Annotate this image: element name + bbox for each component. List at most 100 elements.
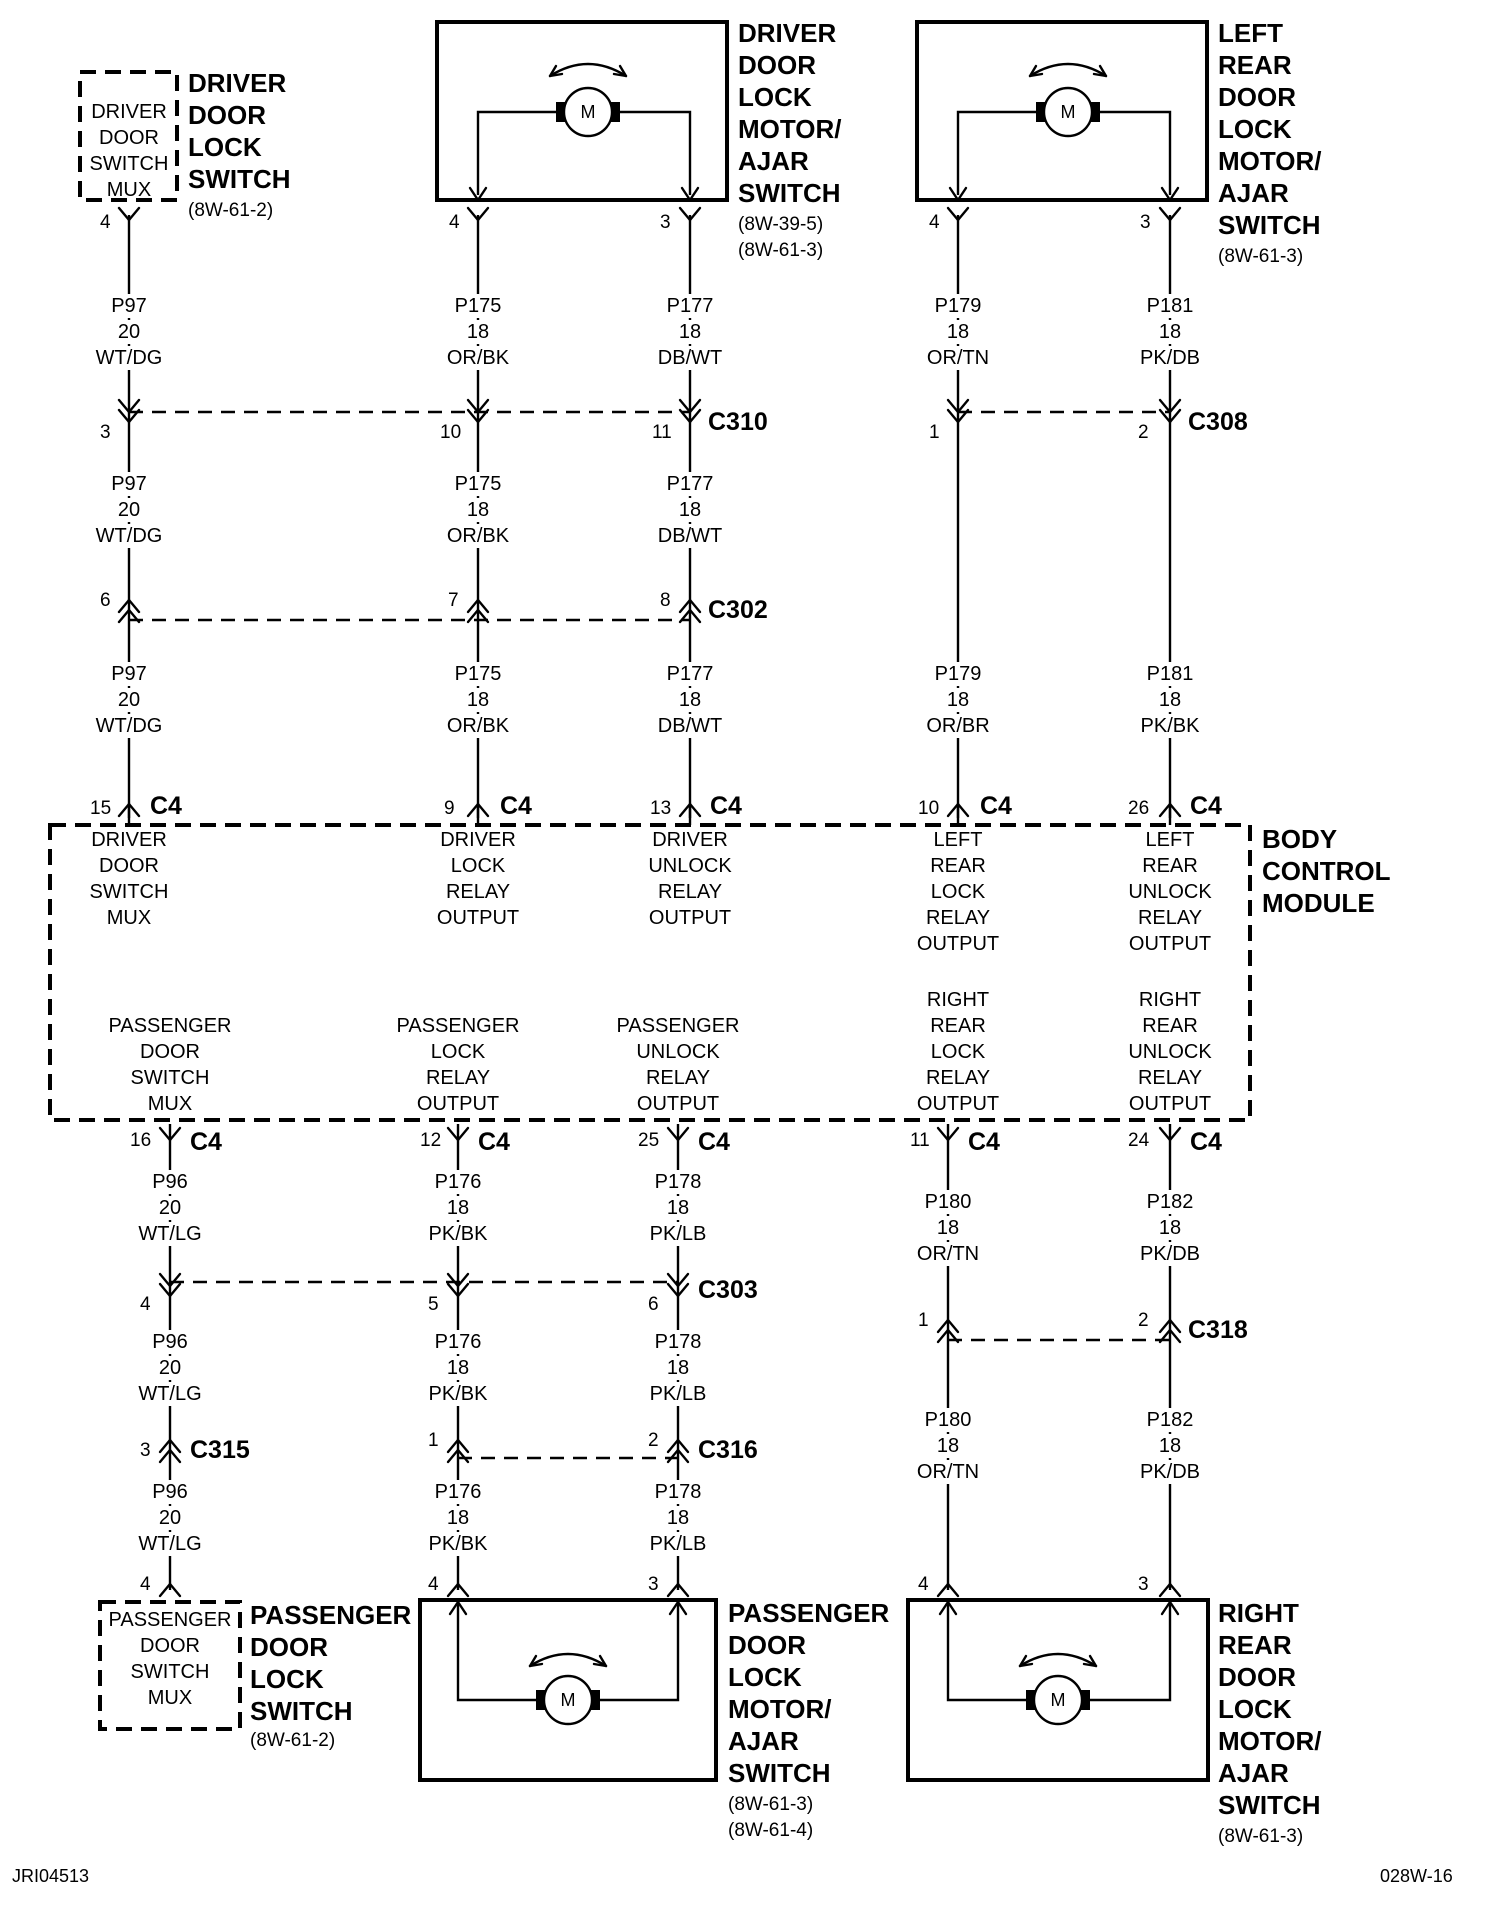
label-halo <box>1143 1190 1197 1214</box>
label-halo <box>931 662 985 686</box>
bcm-c4-label: C4 <box>478 1128 510 1156</box>
wire-gauge: 18 <box>947 689 969 711</box>
bcm-label: OUTPUT <box>437 907 519 929</box>
bcm-bottom-pin: 16 <box>130 1130 151 1151</box>
wire-gauge: 18 <box>679 689 701 711</box>
wire-gauge: 18 <box>447 1507 469 1529</box>
label-halo <box>425 1532 492 1556</box>
right-rear-motor-box <box>906 1598 1210 1782</box>
label-halo <box>663 1506 693 1530</box>
bcm-c4-label: C4 <box>1190 1128 1222 1156</box>
wire-gauge: 20 <box>159 1507 181 1529</box>
bcm-label: REAR <box>1142 855 1198 877</box>
left-rear-motor-title-4: LOCK <box>1218 114 1292 144</box>
right-rear-motor-title-3: DOOR <box>1218 1662 1296 1692</box>
passenger-motor-title-5: AJAR <box>728 1726 799 1756</box>
wire-color: PK/DB <box>1140 1461 1200 1483</box>
bcm-label: LEFT <box>934 829 983 851</box>
wire-color: PK/BK <box>429 1223 489 1245</box>
connector-c316: 1 2 C316 <box>428 1430 758 1464</box>
label-halo <box>651 1330 705 1354</box>
driver-motor-ref-2: (8W-61-3) <box>738 240 823 261</box>
wire-gauge: 18 <box>679 499 701 521</box>
bcm-label: OUTPUT <box>1129 1093 1211 1115</box>
passenger-door-lock-switch: PASSENGER DOOR SWITCH MUX PASSENGER DOOR… <box>98 1600 412 1751</box>
passenger-switch-ref-1: (8W-61-2) <box>250 1730 335 1751</box>
wire-circuit: P97 <box>111 663 147 685</box>
wire-gauge: 18 <box>467 321 489 343</box>
wire-color: DB/WT <box>658 347 722 369</box>
bcm-top-pin: 13 <box>650 798 671 819</box>
right-rear-motor-title-6: AJAR <box>1218 1758 1289 1788</box>
wire-color: OR/TN <box>917 1461 979 1483</box>
label-halo <box>1155 1434 1185 1458</box>
label-halo <box>921 1190 975 1214</box>
wire-gauge: 20 <box>159 1197 181 1219</box>
bcm-label: RELAY <box>1138 1067 1202 1089</box>
c315-pin: 3 <box>140 1440 151 1461</box>
label-halo <box>149 1170 191 1194</box>
bcm-label: UNLOCK <box>636 1041 720 1063</box>
c316-label: C316 <box>698 1436 758 1464</box>
left-rear-motor-title-3: DOOR <box>1218 82 1296 112</box>
driver-switch-inner-1: DRIVER <box>91 101 167 123</box>
wire-gauge: 18 <box>947 321 969 343</box>
driver-motor-title-1: DRIVER <box>738 18 836 48</box>
label-halo <box>431 1330 485 1354</box>
label-halo <box>1143 1408 1197 1432</box>
label-halo <box>1137 714 1204 738</box>
passenger-switch-inner-4: MUX <box>148 1687 192 1709</box>
wire-gauge: 18 <box>1159 1217 1181 1239</box>
label-halo <box>108 294 150 318</box>
label-halo <box>431 1480 485 1504</box>
wire-color: PK/LB <box>650 1383 707 1405</box>
label-halo <box>463 498 493 522</box>
label-halo <box>114 498 144 522</box>
wire-circuit: P177 <box>667 295 714 317</box>
left-rear-motor-title-2: REAR <box>1218 50 1292 80</box>
bottom-component-pins: 4 4 3 4 3 <box>140 1574 1182 1598</box>
bcm-c4-label: C4 <box>968 1128 1000 1156</box>
left-rear-motor-pin-a: 4 <box>929 212 940 233</box>
bcm-bottom-pin: 12 <box>420 1130 441 1151</box>
wire-circuit: P182 <box>1147 1191 1194 1213</box>
left-rear-door-lock-motor: M LEFT REAR DOOR LOCK MOTOR/ AJAR SWITCH… <box>915 18 1322 267</box>
driver-switch-title-3: LOCK <box>188 132 262 162</box>
label-halo <box>943 688 973 712</box>
wire-circuit: P96 <box>152 1331 188 1353</box>
wire-gauge: 18 <box>679 321 701 343</box>
body-control-module: BODY CONTROL MODULE 15 C4 9 C4 13 C4 10 … <box>48 792 1391 1122</box>
bcm-c4-label: C4 <box>1190 792 1222 820</box>
wire-color: OR/BK <box>447 347 510 369</box>
left-rear-motor-title-1: LEFT <box>1218 18 1283 48</box>
wire-circuit: P182 <box>1147 1409 1194 1431</box>
passenger-switch-title-1: PASSENGER <box>250 1600 412 1630</box>
label-halo <box>663 294 717 318</box>
wire-circuit: P96 <box>152 1481 188 1503</box>
wire-circuit: P177 <box>667 473 714 495</box>
bcm-title-3: MODULE <box>1262 888 1375 918</box>
wire-circuit: P177 <box>667 663 714 685</box>
label-halo <box>1143 294 1197 318</box>
label-halo <box>651 1480 705 1504</box>
wire-color: OR/BK <box>447 715 510 737</box>
label-halo <box>654 346 726 370</box>
wire-gauge: 18 <box>1159 689 1181 711</box>
driver-motor-ref-1: (8W-39-5) <box>738 214 823 235</box>
bcm-label: RELAY <box>926 907 990 929</box>
wire-color: PK/DB <box>1140 1243 1200 1265</box>
bcm-label: LOCK <box>931 1041 986 1063</box>
label-halo <box>114 688 144 712</box>
label-halo <box>155 1196 185 1220</box>
c302-label: C302 <box>708 596 768 624</box>
label-halo <box>443 714 513 738</box>
wire-color: OR/BK <box>447 525 510 547</box>
label-halo <box>675 688 705 712</box>
left-rear-motor-symbol: M <box>948 62 1180 202</box>
label-halo <box>443 1506 473 1530</box>
c318-pin: 2 <box>1138 1310 1149 1331</box>
right-rear-motor-title-2: REAR <box>1218 1630 1292 1660</box>
right-rear-motor-title-1: RIGHT <box>1218 1598 1299 1628</box>
passenger-switch-title-2: DOOR <box>250 1632 328 1662</box>
label-halo <box>451 294 505 318</box>
